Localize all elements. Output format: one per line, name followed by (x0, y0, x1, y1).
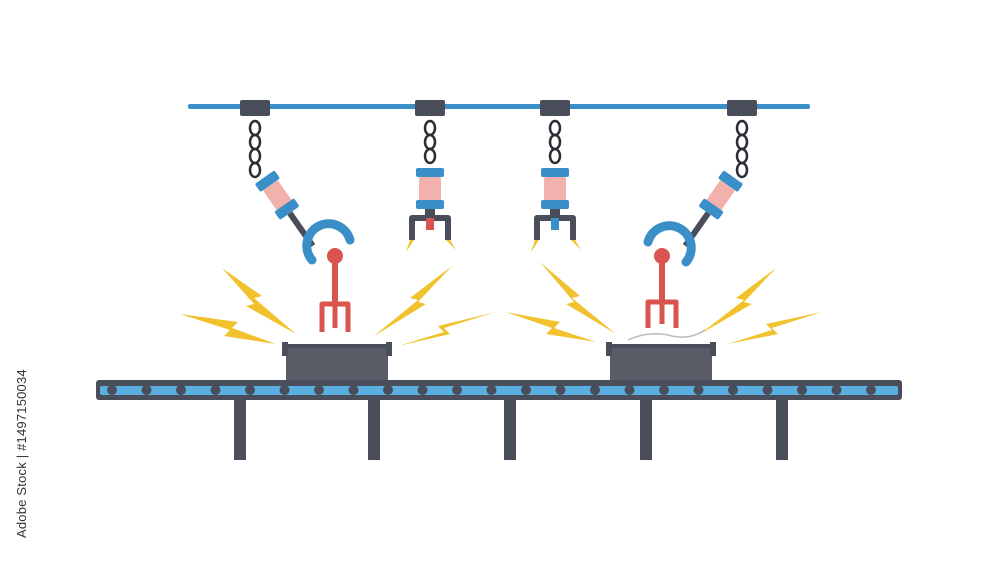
robot-arm-icon (531, 100, 581, 252)
belt-roller (141, 385, 152, 395)
belt-roller (624, 385, 635, 395)
conveyor-belt-icon (96, 380, 902, 460)
belt-roller (176, 385, 186, 395)
robot-arm-icon (406, 100, 456, 252)
belt-roller (210, 385, 221, 395)
belt-roller (797, 385, 807, 395)
box-icon (282, 342, 392, 382)
belt-roller (245, 385, 255, 395)
belt-roller (348, 385, 359, 395)
belt-roller (762, 385, 773, 395)
belt-roller (728, 385, 738, 395)
belt-roller (107, 385, 117, 395)
robot-arm-icon (240, 100, 355, 332)
belt-roller (417, 385, 428, 395)
gripper-icon (645, 299, 679, 328)
belt-roller (383, 385, 393, 395)
stock-watermark-id: Adobe Stock | #1497150034 (14, 318, 34, 538)
stock-id-text: Adobe Stock | #1497150034 (14, 369, 29, 538)
belt-roller (693, 385, 704, 395)
box-icon (606, 342, 716, 382)
spark-icon (180, 262, 822, 346)
belt-roller (452, 385, 462, 395)
belt-roller (590, 385, 600, 395)
belt-roller (486, 385, 497, 395)
robot-arm-icon (627, 100, 757, 341)
chain-icon (248, 119, 262, 179)
belt-roller (659, 385, 669, 395)
overhead-rail (188, 104, 810, 109)
belt-roller (831, 385, 842, 395)
belt-roller (314, 385, 324, 395)
belt-roller (521, 385, 531, 395)
gripper-icon (319, 301, 351, 332)
belt-roller (555, 385, 566, 395)
belt-roller (279, 385, 290, 395)
belt-roller (866, 385, 876, 395)
